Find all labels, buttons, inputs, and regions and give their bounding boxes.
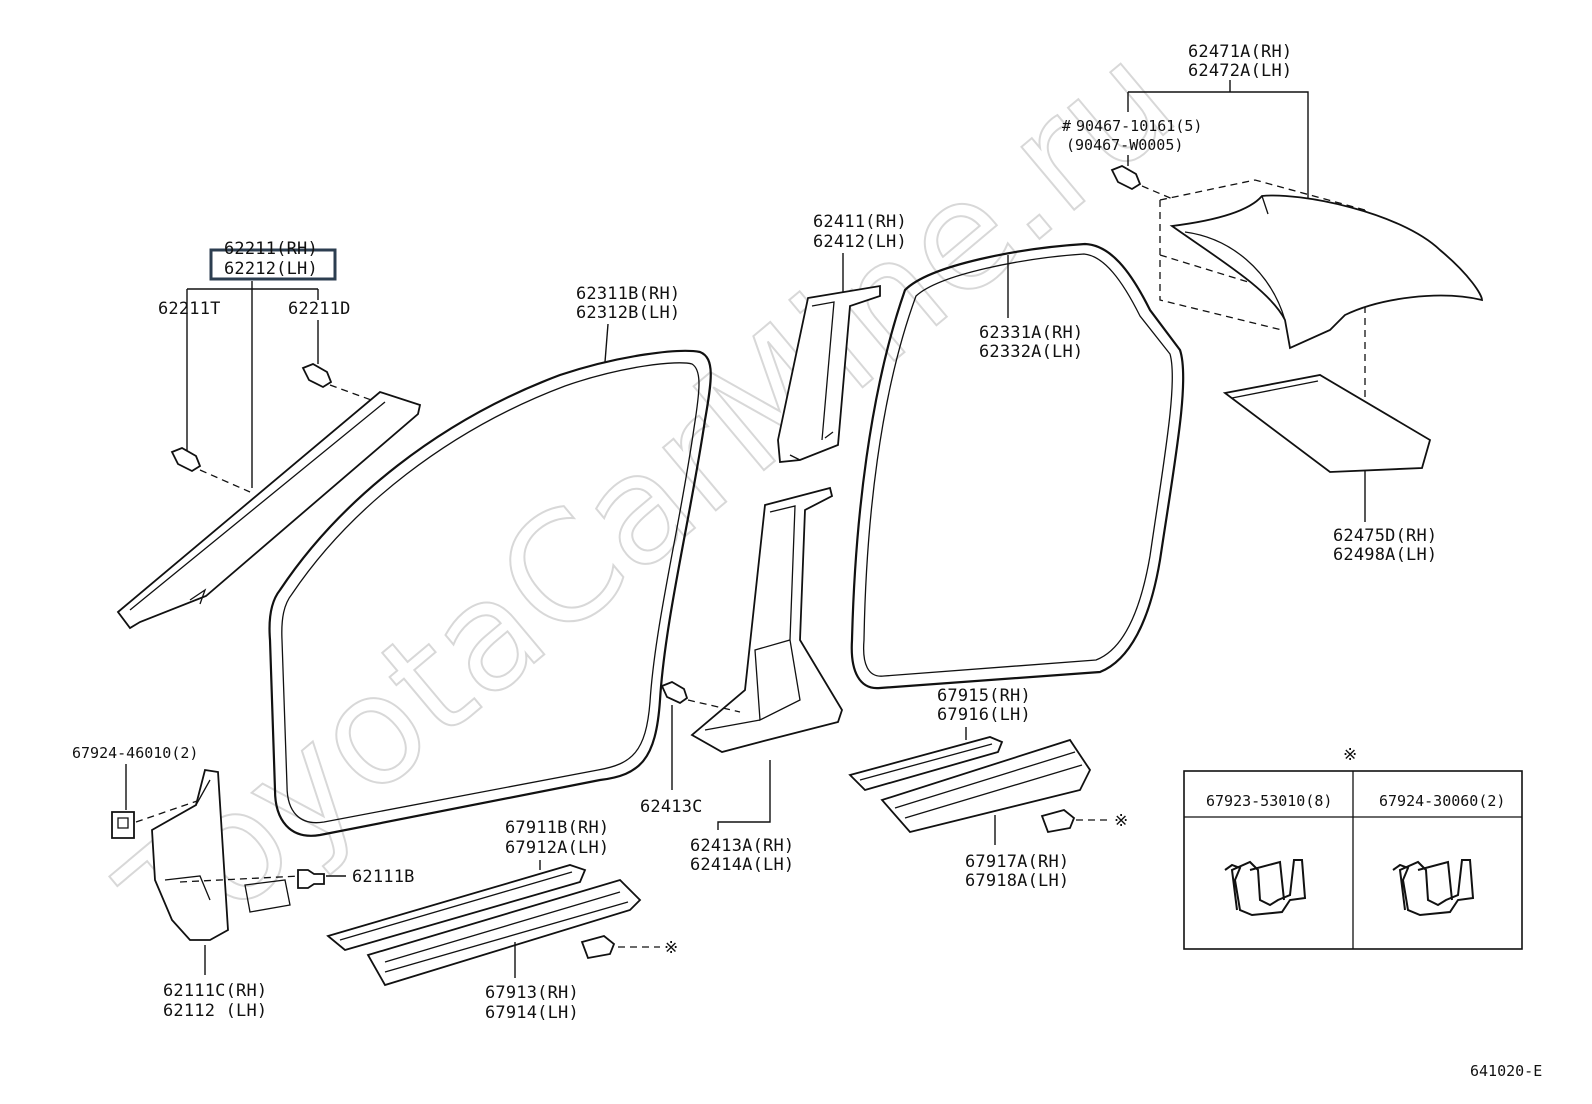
clip-table-col-1[interactable]: 67923-53010(8): [1206, 792, 1332, 810]
clip-67923-53010-icon[interactable]: [1224, 859, 1307, 917]
label-62472a[interactable]: 62472A(LH): [1188, 61, 1292, 81]
label-62112[interactable]: 62112 (LH): [163, 1001, 267, 1021]
label-62471a[interactable]: 62471A(RH): [1188, 42, 1292, 62]
label-62414a[interactable]: 62414A(LH): [690, 855, 794, 875]
label-hash: #: [1062, 117, 1071, 135]
label-62413c[interactable]: 62413C: [640, 797, 703, 817]
clip-62413c-icon[interactable]: [660, 681, 741, 713]
label-62211t[interactable]: 62211T: [158, 299, 221, 319]
label-62212-lh[interactable]: 62212(LH): [224, 259, 318, 279]
label-67918a[interactable]: 67918A(LH): [965, 871, 1069, 891]
front-step-plate[interactable]: [366, 878, 642, 987]
clip-table-ref-mark: ※: [1343, 745, 1357, 765]
roof-side-trim[interactable]: [1159, 179, 1483, 410]
label-90467-10161[interactable]: 90467-10161(5): [1076, 117, 1202, 135]
kick-panel[interactable]: [151, 768, 301, 941]
diagram-code: 641020-E: [1470, 1062, 1542, 1080]
leader-62311b: [604, 323, 609, 363]
clip-62211t-icon[interactable]: [170, 447, 251, 493]
a-pillar-leader-lines: [186, 281, 319, 488]
highlight-box[interactable]: [209, 248, 337, 281]
label-62475d[interactable]: 62475D(RH): [1333, 526, 1437, 546]
rear-step-plate[interactable]: [880, 738, 1092, 834]
label-62412[interactable]: 62412(LH): [813, 232, 907, 252]
label-62413a[interactable]: 62413A(RH): [690, 836, 794, 856]
leader-62471a: [1127, 80, 1309, 210]
label-67924-46010[interactable]: 67924-46010(2): [72, 744, 198, 762]
label-67915[interactable]: 67915(RH): [937, 686, 1031, 706]
label-67913[interactable]: 67913(RH): [485, 983, 579, 1003]
label-67914[interactable]: 67914(LH): [485, 1003, 579, 1023]
clip-table-col-2[interactable]: 67924-30060(2): [1379, 792, 1505, 810]
label-62332a[interactable]: 62332A(LH): [979, 342, 1083, 362]
label-62211-rh[interactable]: 62211(RH): [224, 239, 318, 259]
label-62411[interactable]: 62411(RH): [813, 212, 907, 232]
label-67916[interactable]: 67916(LH): [937, 705, 1031, 725]
front-clip-icon[interactable]: [580, 935, 660, 960]
quarter-trim-panel[interactable]: [1222, 374, 1432, 473]
label-62211d[interactable]: 62211D: [288, 299, 351, 319]
label-67912a[interactable]: 67912A(LH): [505, 838, 609, 858]
front-scuff-plate[interactable]: [326, 864, 587, 951]
leader-62413a: [717, 760, 771, 830]
label-62111b[interactable]: 62111B: [352, 867, 415, 887]
clip-67924-46010-icon[interactable]: [111, 799, 201, 839]
label-67917a[interactable]: 67917A(RH): [965, 852, 1069, 872]
label-62312b[interactable]: 62312B(LH): [576, 303, 680, 323]
b-pillar-lower-garnish[interactable]: [690, 486, 843, 753]
label-62311b[interactable]: 62311B(RH): [576, 284, 680, 304]
clip-62111b-icon[interactable]: [297, 869, 325, 889]
label-90467-w0005[interactable]: (90467-W0005): [1066, 136, 1183, 154]
rear-clip-icon[interactable]: [1040, 809, 1112, 834]
b-pillar-upper-garnish[interactable]: [777, 284, 881, 463]
label-62498a[interactable]: 62498A(LH): [1333, 545, 1437, 565]
label-67911b[interactable]: 67911B(RH): [505, 818, 609, 838]
label-62111c[interactable]: 62111C(RH): [163, 981, 267, 1001]
rear-ref-mark: ※: [1114, 811, 1128, 831]
front-ref-mark: ※: [664, 938, 678, 958]
front-door-weatherstrip[interactable]: [268, 349, 712, 837]
clip-67924-30060-icon[interactable]: [1392, 859, 1475, 917]
label-62331a[interactable]: 62331A(RH): [979, 323, 1083, 343]
a-pillar-garnish[interactable]: [116, 390, 422, 630]
rear-scuff-plate[interactable]: [848, 736, 1004, 792]
rear-door-weatherstrip[interactable]: [850, 242, 1185, 690]
clip-table: [1183, 770, 1523, 950]
clip-90467-icon[interactable]: [1110, 165, 1176, 201]
